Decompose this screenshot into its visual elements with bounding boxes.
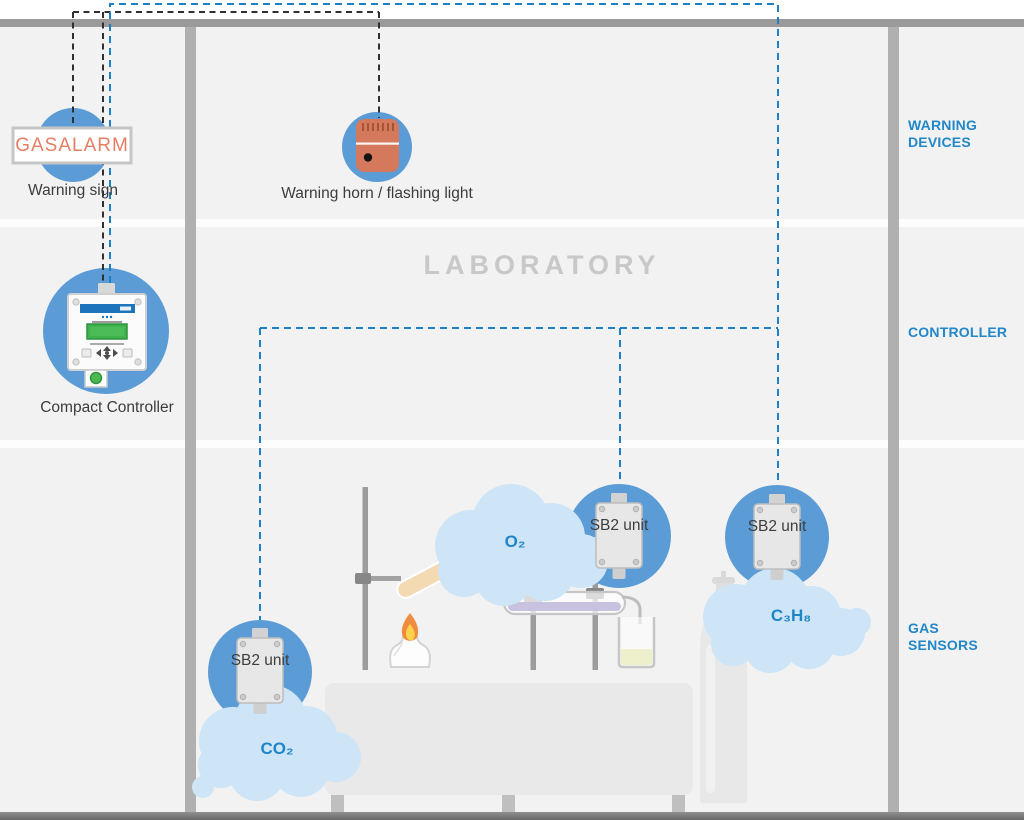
- right-lab-wall: [888, 27, 899, 812]
- ceiling-wall: [0, 19, 1024, 27]
- warning-horn-icon: [356, 119, 399, 172]
- section-divider-2: [0, 440, 1024, 448]
- left-lab-wall: [185, 27, 196, 812]
- lab-bench: [325, 683, 693, 812]
- sensor-c3h8-label: SB2 unit: [747, 518, 807, 535]
- alarm-wiring-black: [72, 11, 380, 283]
- section-label-gas-sensors: GAS SENSORS: [908, 620, 978, 653]
- co2-cloud: [192, 685, 361, 801]
- gas-formula-o2: O₂: [504, 532, 526, 551]
- controller-caption: Compact Controller: [40, 399, 174, 416]
- gasalarm-sign-plate: [11, 126, 133, 165]
- sensor-o2-box: [595, 493, 643, 579]
- floor: [0, 812, 1024, 820]
- room-title: LABORATORY: [423, 250, 661, 280]
- beaker: [617, 617, 656, 669]
- warning-horn-caption: Warning horn / flashing light: [281, 185, 473, 202]
- gas-formula-co2: CO₂: [260, 739, 294, 758]
- section-label-controller: CONTROLLER: [908, 324, 1008, 340]
- sensor-co2-box: [236, 628, 284, 714]
- sensor-c3h8-box: [753, 494, 801, 580]
- sensor-o2-label: SB2 unit: [589, 517, 649, 534]
- section-label-warning-devices: WARNING DEVICES: [908, 117, 978, 150]
- gas-formula-c3h8: C₃H₈: [770, 606, 812, 625]
- o2-cloud: [435, 484, 615, 606]
- compact-controller-icon: [67, 283, 147, 388]
- warning-sign-caption: Warning sign: [28, 182, 118, 199]
- gasalarm-sign-text: GASALARM: [15, 135, 129, 156]
- c3h8-cloud: [703, 568, 871, 673]
- sensor-wiring-blue: [109, 3, 779, 620]
- flame: [401, 613, 419, 641]
- section-divider-1: [0, 219, 1024, 227]
- sensor-co2-label: SB2 unit: [230, 652, 290, 669]
